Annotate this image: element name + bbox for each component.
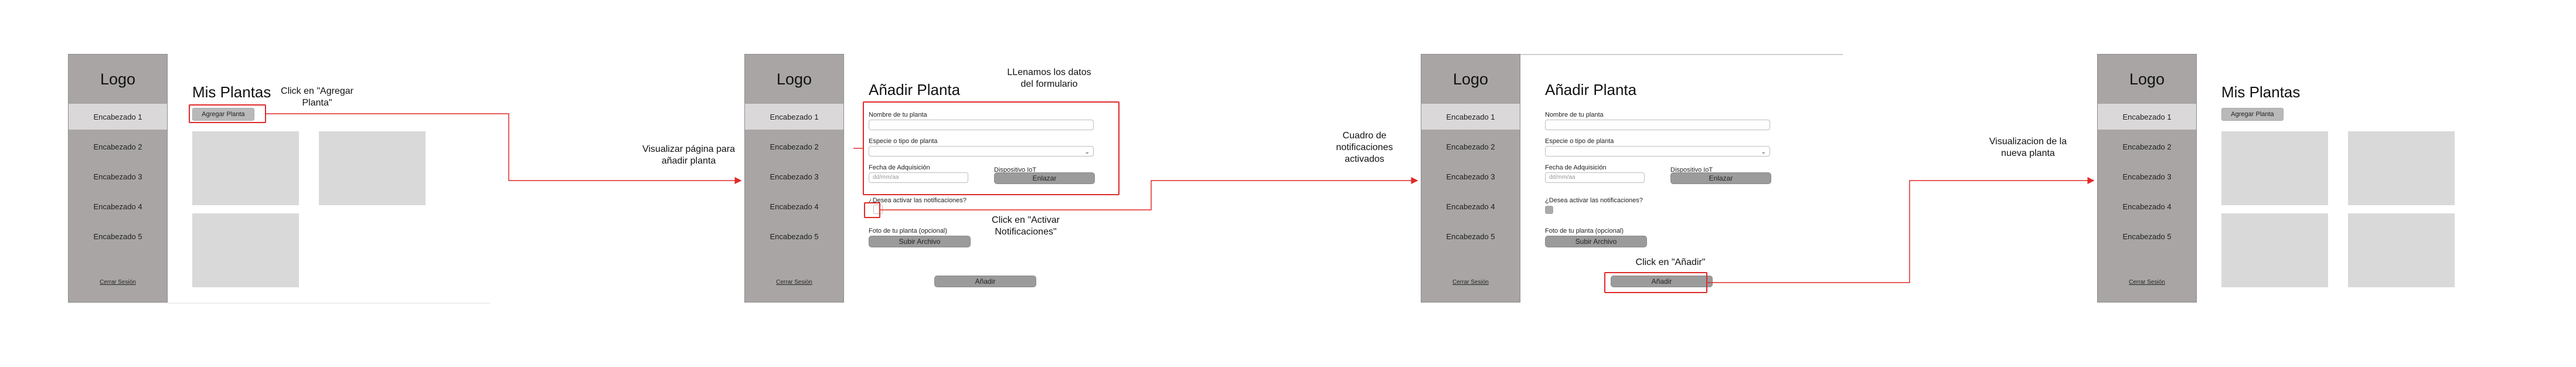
highlight-notifications-checkbox <box>864 202 880 218</box>
logo: Logo <box>2129 70 2165 88</box>
frame-divider <box>68 303 490 304</box>
logo: Logo <box>776 70 812 88</box>
annotation-visualize-form: Visualizar página para añadir planta <box>642 144 736 166</box>
annotation-click-notifications: Click en "Activar Notificaciones" <box>992 215 1060 237</box>
date-label: Fecha de Adquisición <box>869 164 930 171</box>
sidebar-item-2[interactable]: Encabezado 2 <box>770 142 819 151</box>
sidebar-item-1[interactable]: Encabezado 1 <box>2098 104 2196 130</box>
upload-file-button[interactable]: Subir Archivo <box>1545 236 1647 247</box>
plant-card[interactable] <box>319 131 426 205</box>
plant-card[interactable] <box>192 213 299 287</box>
logout-link[interactable]: Cerrar Sesión <box>100 279 136 286</box>
sidebar-item-3[interactable]: Encabezado 3 <box>1446 172 1495 181</box>
plant-card[interactable] <box>2221 213 2328 287</box>
arrow-to-updated-list <box>1707 177 2095 283</box>
sidebar: Logo Encabezado 1 Encabezado 2 Encabezad… <box>744 54 844 303</box>
species-select[interactable]: ⌄ <box>1545 146 1770 157</box>
annotation-notifications-box: Cuadro de notificaciones activados <box>1336 131 1393 164</box>
sidebar-item-2[interactable]: Encabezado 2 <box>2122 142 2172 151</box>
date-label: Fecha de Adquisición <box>1545 164 1607 171</box>
species-label: Especie o tipo de planta <box>869 138 938 145</box>
sidebar-item-5[interactable]: Encabezado 5 <box>93 232 142 241</box>
sidebar-item-5[interactable]: Encabezado 5 <box>1446 232 1495 241</box>
plant-card[interactable] <box>2348 131 2455 205</box>
page-title: Añadir Planta <box>869 81 961 98</box>
chevron-down-icon: ⌄ <box>1761 149 1766 155</box>
arrow-to-form <box>266 113 742 184</box>
sidebar-item-5[interactable]: Encabezado 5 <box>770 232 819 241</box>
sidebar-item-1[interactable]: Encabezado 1 <box>69 104 167 130</box>
page-title: Mis Plantas <box>192 83 271 101</box>
notifications-label: ¿Desea activar las notificaciones? <box>1545 197 1643 204</box>
highlight-add-plant-button <box>189 104 266 123</box>
highlight-form-fields <box>863 101 1119 195</box>
name-input[interactable] <box>1545 120 1770 130</box>
link-device-button[interactable]: Enlazar <box>1670 172 1771 184</box>
logout-link[interactable]: Cerrar Sesión <box>2129 279 2165 286</box>
upload-file-button[interactable]: Subir Archivo <box>869 236 971 247</box>
plant-card[interactable] <box>192 131 299 205</box>
screen-anadir-planta-filling: Logo Encabezado 1 Encabezado 2 Encabezad… <box>744 54 1166 304</box>
species-select[interactable]: ⌄ <box>869 146 1094 157</box>
frame-divider <box>1421 54 1843 55</box>
logo: Logo <box>100 70 136 88</box>
name-label: Nombre de tu planta <box>869 111 927 118</box>
photo-label: Foto de tu planta (opcional) <box>869 227 947 235</box>
sidebar-item-4[interactable]: Encabezado 4 <box>1446 202 1495 211</box>
add-plant-button[interactable]: Agregar Planta <box>2221 108 2284 121</box>
sidebar-item-1[interactable]: Encabezado 1 <box>745 104 843 130</box>
plant-card[interactable] <box>2221 131 2328 205</box>
page-title: Añadir Planta <box>1545 81 1637 98</box>
sidebar-item-4[interactable]: Encabezado 4 <box>93 202 142 211</box>
device-label: Dispositivo IoT <box>1670 166 1713 174</box>
photo-label: Foto de tu planta (opcional) <box>1545 227 1624 235</box>
page-title: Mis Plantas <box>2221 83 2301 101</box>
link-device-button[interactable]: Enlazar <box>994 172 1095 184</box>
screen-mis-plantas-updated: Logo Encabezado 1 Encabezado 2 Encabezad… <box>2097 54 2519 304</box>
sidebar-item-4[interactable]: Encabezado 4 <box>770 202 819 211</box>
sidebar-item-3[interactable]: Encabezado 3 <box>2122 172 2172 181</box>
sidebar-item-3[interactable]: Encabezado 3 <box>770 172 819 181</box>
logo: Logo <box>1452 70 1489 88</box>
sidebar: Logo Encabezado 1 Encabezado 2 Encabezad… <box>1421 54 1520 303</box>
notifications-checkbox[interactable] <box>873 205 883 214</box>
sidebar-item-2[interactable]: Encabezado 2 <box>1446 142 1495 151</box>
annotation-click-anadir: Click en "Añadir" <box>1635 257 1706 267</box>
sidebar-item-1[interactable]: Encabezado 1 <box>1421 104 1520 130</box>
notifications-checkbox[interactable] <box>1545 206 1553 214</box>
screen-mis-plantas: Logo Encabezado 1 Encabezado 2 Encabezad… <box>68 54 490 304</box>
name-input[interactable] <box>869 120 1094 130</box>
species-label: Especie o tipo de planta <box>1545 138 1614 145</box>
date-input[interactable]: dd/mm/aa <box>1545 172 1645 183</box>
sidebar-item-2[interactable]: Encabezado 2 <box>93 142 142 151</box>
notifications-label: ¿Desea activar las notificaciones? <box>869 197 967 204</box>
sidebar-item-4[interactable]: Encabezado 4 <box>2122 202 2172 211</box>
add-button[interactable]: Añadir <box>934 276 1036 287</box>
date-input[interactable]: dd/mm/aa <box>869 172 968 183</box>
logout-link[interactable]: Cerrar Sesión <box>1452 279 1489 286</box>
sidebar: Logo Encabezado 1 Encabezado 2 Encabezad… <box>2097 54 2197 303</box>
name-label: Nombre de tu planta <box>1545 111 1604 118</box>
plant-card-new[interactable] <box>2348 213 2455 287</box>
annotation-click-add: Click en "Agregar Planta" <box>281 86 353 108</box>
annotation-fill-data: LLenamos los datos del formulario <box>1007 67 1091 89</box>
logout-link[interactable]: Cerrar Sesión <box>776 279 812 286</box>
sidebar-item-5[interactable]: Encabezado 5 <box>2122 232 2172 241</box>
arrow-to-notifications <box>880 177 1418 210</box>
device-label: Dispositivo IoT <box>994 166 1037 174</box>
sidebar: Logo Encabezado 1 Encabezado 2 Encabezad… <box>68 54 168 303</box>
add-plant-button[interactable]: Agregar Planta <box>192 108 254 121</box>
annotation-visualize-new: Visualizacion de la nueva planta <box>1989 137 2067 158</box>
screen-anadir-planta-notifications: Logo Encabezado 1 Encabezado 2 Encabezad… <box>1421 54 1843 304</box>
sidebar-item-3[interactable]: Encabezado 3 <box>93 172 142 181</box>
chevron-down-icon: ⌄ <box>1084 149 1090 155</box>
add-button[interactable]: Añadir <box>1611 276 1713 287</box>
highlight-add-button <box>1604 272 1707 293</box>
